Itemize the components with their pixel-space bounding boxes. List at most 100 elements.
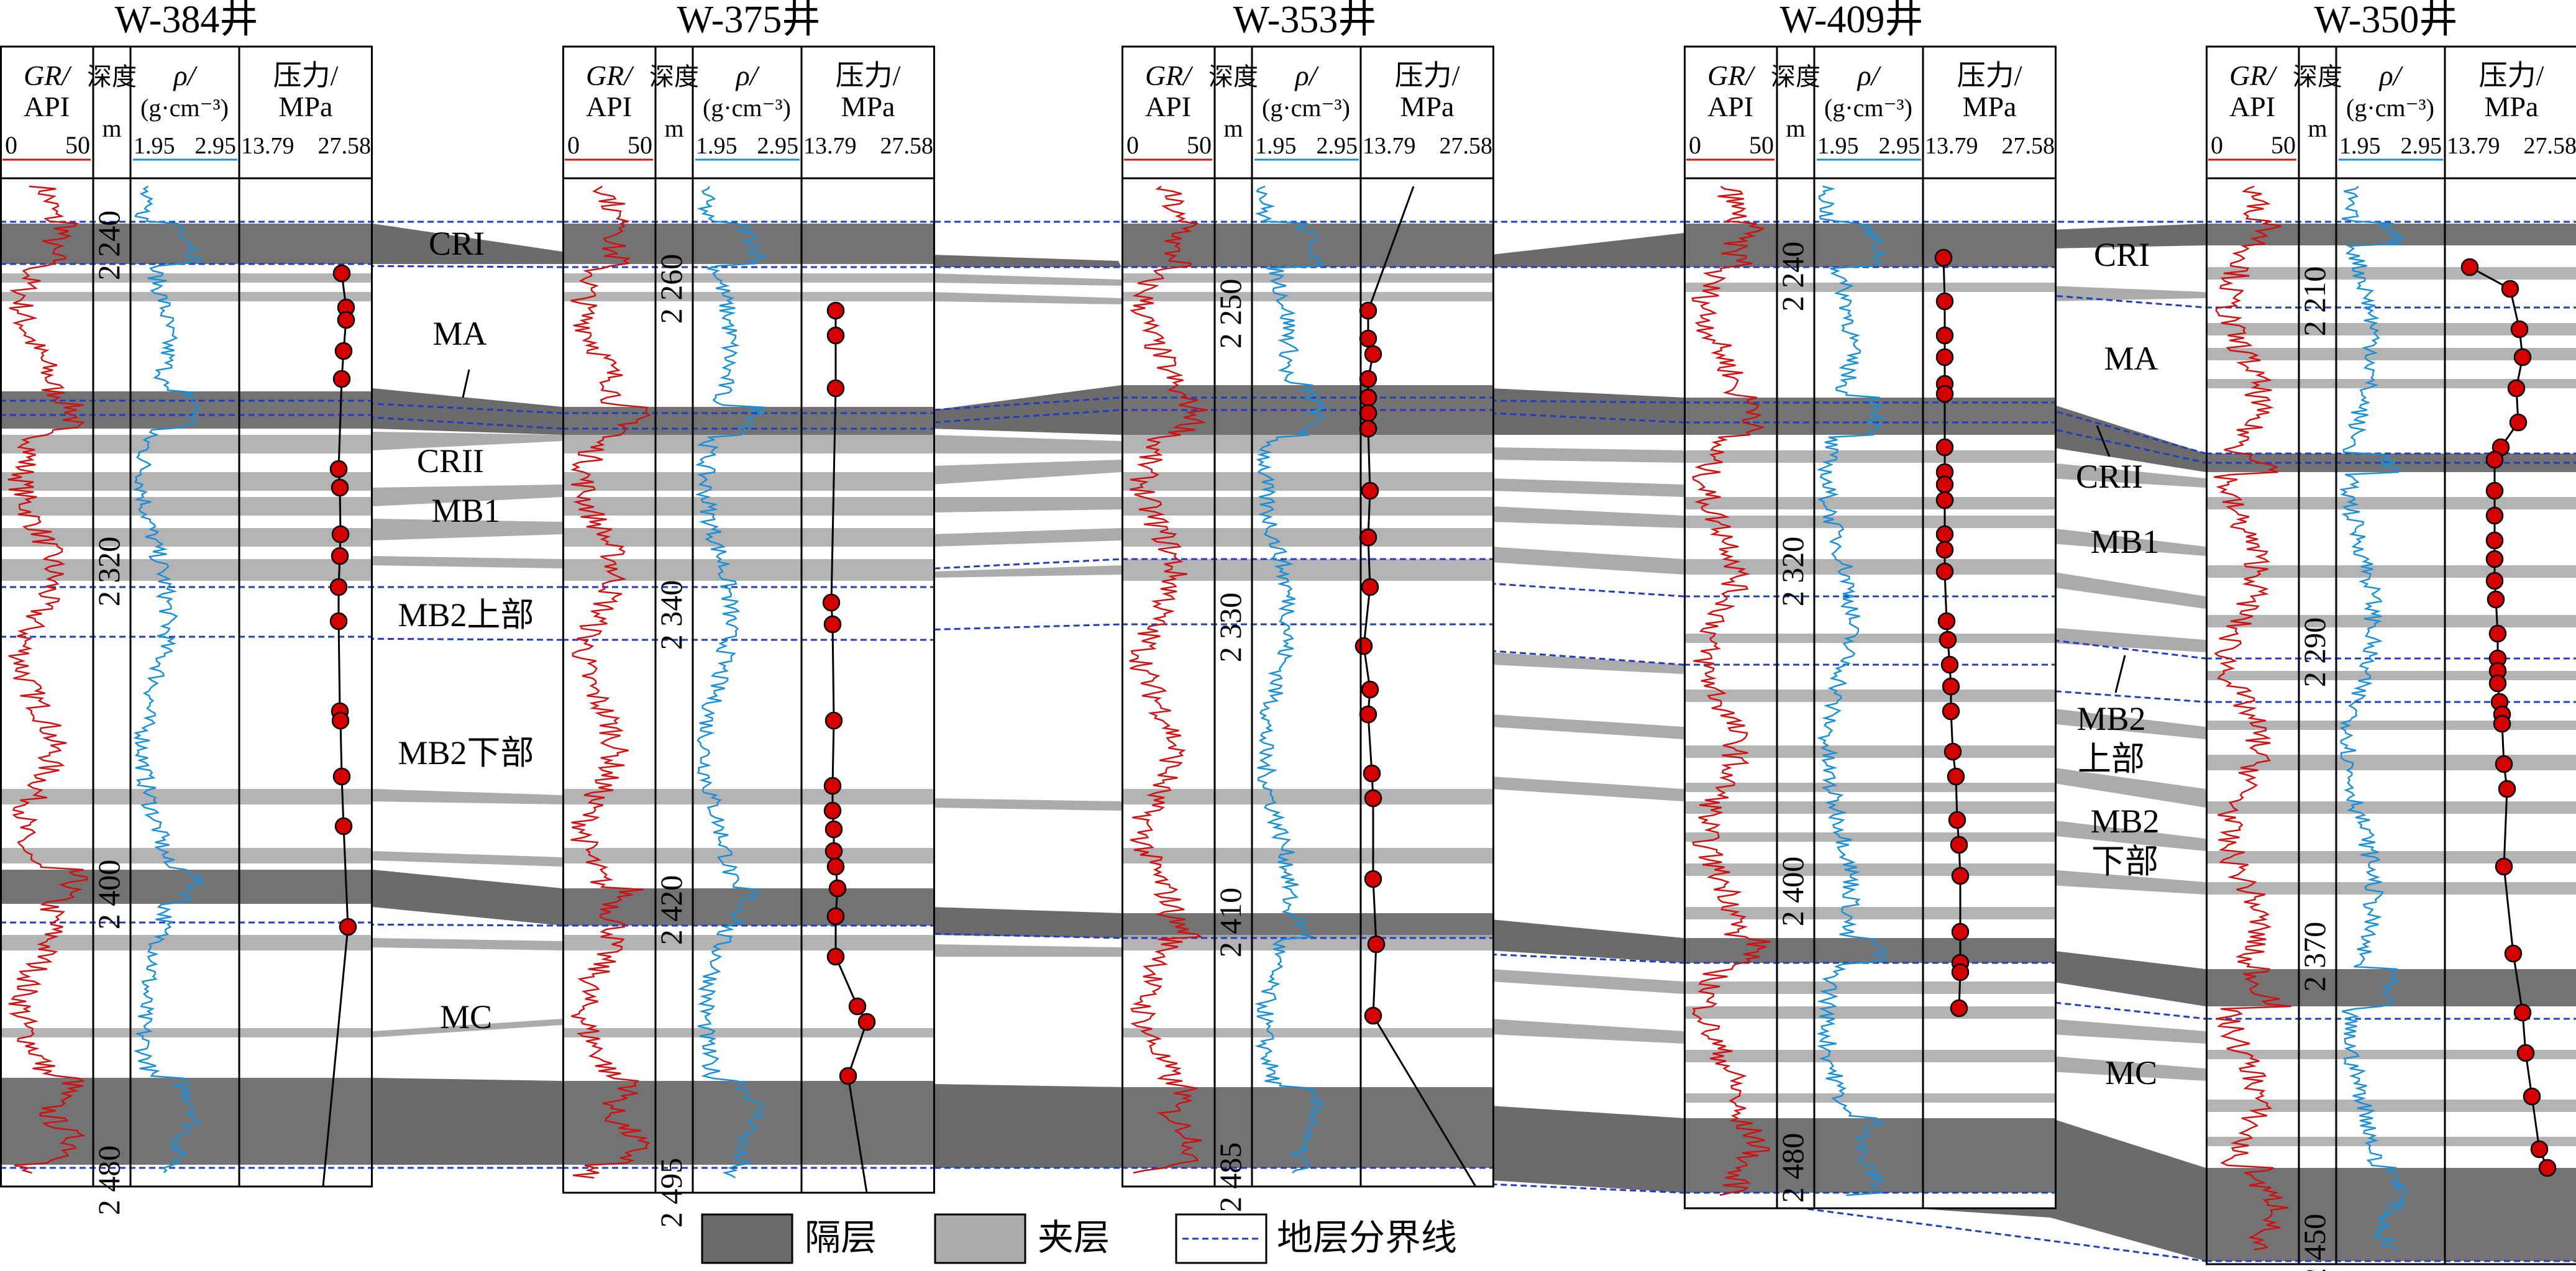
pressure-point — [824, 711, 843, 730]
pressure-point — [826, 907, 845, 926]
interlayer-band — [0, 273, 373, 283]
pressure-point — [1950, 836, 1968, 854]
zone-label-mb2: MB2 — [2090, 803, 2159, 840]
pressure-point — [1947, 767, 1965, 786]
pressure-point — [2530, 1140, 2549, 1159]
pressure-point — [332, 370, 351, 388]
gr-scale-min: 0 — [567, 131, 580, 159]
interlayer-band — [2206, 671, 2576, 680]
interlayer-band — [1684, 516, 2057, 528]
gr-scale-min: 0 — [1689, 131, 1701, 159]
gr-scale-max: 50 — [628, 131, 652, 159]
legend-boundary-label: 地层分界线 — [1277, 1218, 1457, 1258]
rho-scale-max: 2.95 — [195, 133, 237, 159]
pressure-point — [2538, 1159, 2557, 1177]
gr-curve — [7, 185, 88, 1174]
pressure-point — [1361, 481, 1379, 500]
gr-scale-min: 0 — [1126, 131, 1139, 159]
zone-label-ma: MA — [432, 315, 486, 352]
pressure-point — [331, 547, 349, 565]
zone-label-cri: CRI — [429, 225, 485, 262]
gr-unit: API — [1145, 91, 1191, 122]
pressure-header: 压力/ — [2479, 60, 2544, 91]
gr-header: GR/ — [2229, 60, 2278, 91]
depth-unit: m — [102, 114, 121, 142]
panel-border — [0, 45, 373, 1188]
pressure-point — [1942, 702, 1960, 721]
interlayer-band — [562, 789, 935, 804]
depth-label: 2 420 — [654, 875, 688, 945]
depth-label: 2 290 — [2297, 617, 2332, 688]
pressure-unit: MPa — [2485, 91, 2539, 122]
interlayer-band — [0, 848, 373, 863]
pressure-point — [1935, 525, 1954, 544]
interlayer-band — [1684, 634, 2057, 643]
rho-scale-max: 2.95 — [1879, 133, 1921, 159]
well-title: W-409井 — [1780, 0, 1924, 41]
gr-header: GR/ — [24, 60, 72, 91]
rho-header: ρ/ — [173, 60, 198, 91]
interlayer-band — [1684, 832, 2057, 842]
interlayer-band — [1121, 292, 1494, 301]
pressure-scale-max: 27.58 — [2002, 133, 2055, 159]
interlayer-band — [0, 435, 373, 453]
interlayer-band — [1684, 907, 2057, 919]
pressure-tail — [847, 1075, 868, 1193]
pressure-point — [1364, 1006, 1382, 1025]
zone-label-upper: 上部 — [2078, 740, 2145, 778]
pressure-point — [2513, 1003, 2532, 1022]
pressure-point — [2498, 780, 2516, 798]
interlayer-band — [562, 497, 935, 516]
pressure-point — [2485, 450, 2504, 469]
zone-labels-gap4: CRI MA CRII MB1 MB2 上部 MB2 下部 MC — [2076, 236, 2160, 1091]
pressure-point — [2485, 506, 2504, 525]
zone-label-mb2: MB2 — [2076, 700, 2145, 737]
pressure-point — [1935, 292, 1954, 311]
pressure-unit: MPa — [1400, 91, 1455, 122]
well-title: W-353井 — [1233, 0, 1377, 41]
pressure-point — [1935, 438, 1954, 457]
interlayer-band — [1684, 863, 2057, 876]
pressure-point — [839, 1067, 857, 1085]
rho-header: ρ/ — [2378, 60, 2404, 91]
rho-unit: (g·cm⁻³) — [1824, 94, 1912, 122]
interlayer-band — [1121, 472, 1494, 491]
interlayer-band — [1684, 283, 2057, 292]
zone-label-mb2-upper: MB2上部 — [398, 596, 534, 634]
pressure-point — [2488, 624, 2507, 643]
pressure-unit: MPa — [279, 91, 333, 122]
zone-label-mb1: MB1 — [431, 492, 500, 529]
depth-header: 深度 — [1208, 63, 1258, 91]
pressure-point — [1948, 811, 1966, 829]
rho-scale-min: 1.95 — [1817, 133, 1859, 159]
depth-label: 2 240 — [91, 211, 126, 281]
interlayer-band — [2206, 497, 2576, 509]
pressure-tail — [322, 926, 349, 1187]
rho-header: ρ/ — [735, 60, 760, 91]
pressure-line — [337, 273, 349, 927]
pressure-unit: MPa — [1963, 91, 2017, 122]
depth-unit: m — [2308, 114, 2327, 142]
interlayer-band — [1684, 783, 2057, 792]
rho-scale-min: 1.95 — [1255, 133, 1297, 159]
pressure-scale-max: 27.58 — [1440, 133, 1493, 159]
depth-unit: m — [664, 114, 683, 142]
rho-header: ρ/ — [1857, 60, 1882, 91]
pressure-scale-max: 27.58 — [318, 133, 372, 159]
well-title: W-350井 — [2314, 0, 2458, 41]
pressure-point — [1361, 680, 1379, 699]
zone-label-mb1: MB1 — [2090, 523, 2159, 560]
zone-label-mb2-lower: MB2下部 — [398, 734, 534, 772]
interlayer-band — [0, 935, 373, 950]
leader-line — [462, 369, 470, 398]
interlayer-band — [1684, 450, 2057, 463]
pressure-scale-max: 27.58 — [880, 133, 934, 159]
rho-scale-max: 2.95 — [757, 133, 799, 159]
pressure-point — [1951, 963, 1970, 982]
pressure-point — [1359, 301, 1377, 320]
